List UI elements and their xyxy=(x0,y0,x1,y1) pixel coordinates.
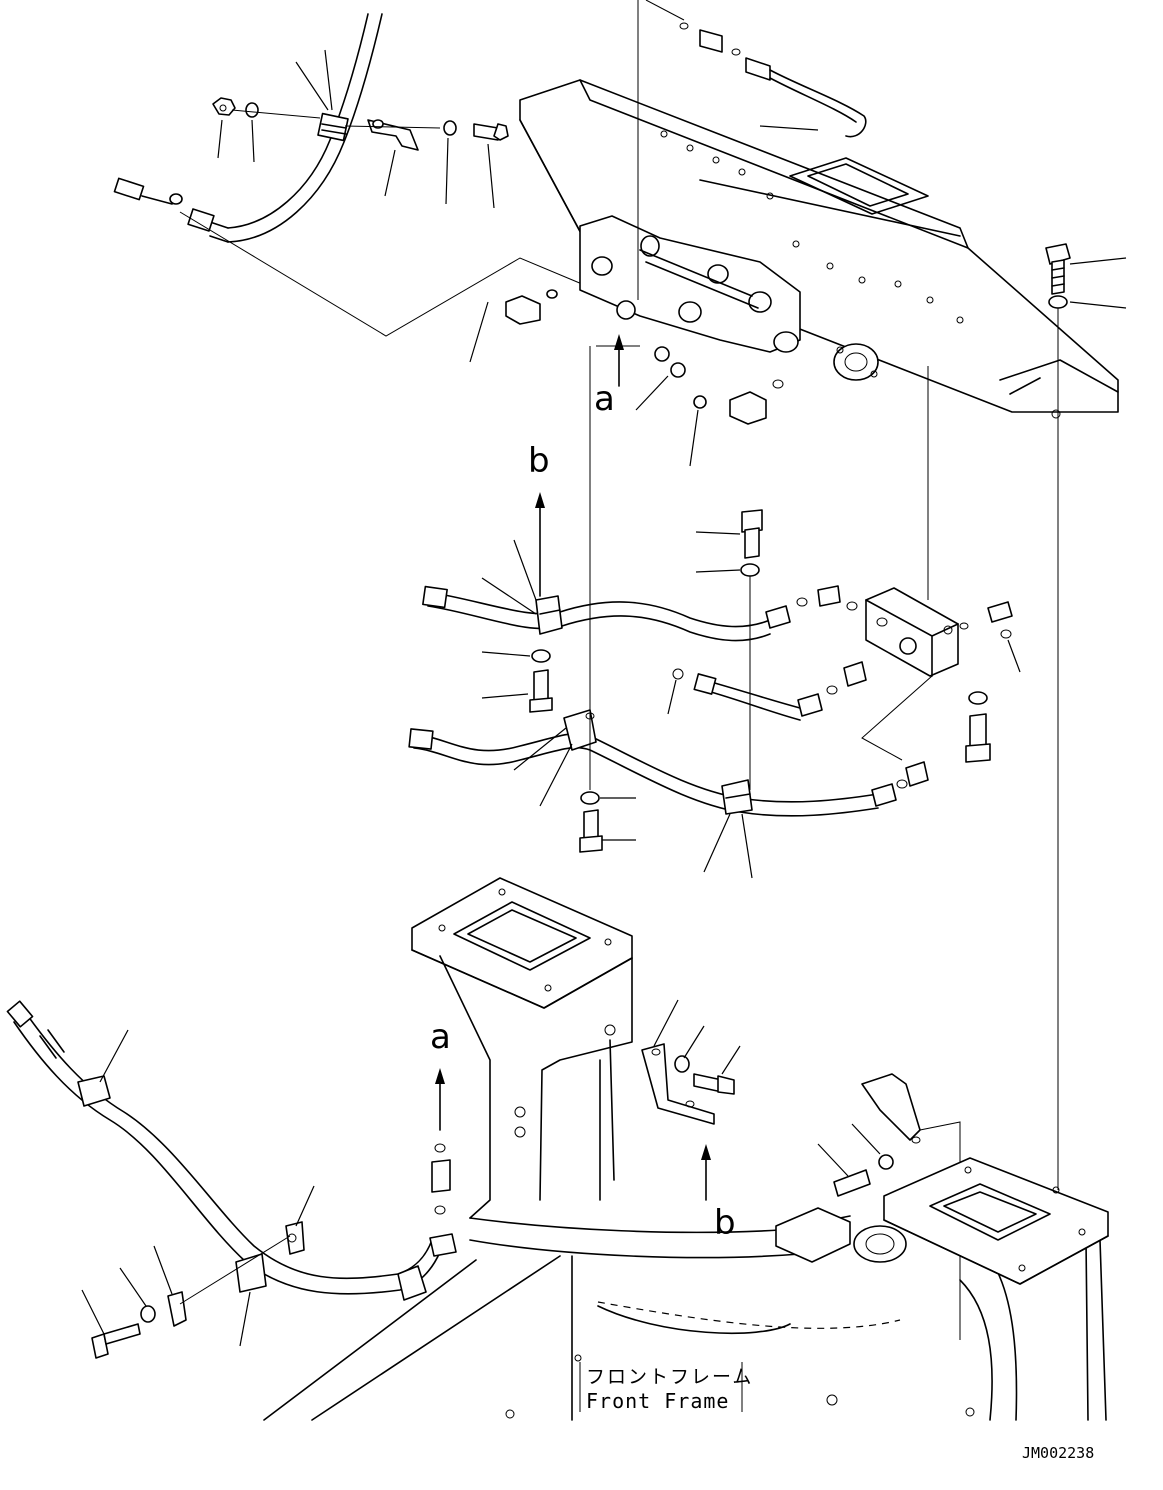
upper-valve-bracket xyxy=(470,0,1126,466)
reference-a-lower: a xyxy=(430,1017,451,1214)
frame-label-en: Front Frame xyxy=(586,1389,729,1413)
upper-left-hose-assembly xyxy=(114,14,582,336)
label-a-lower: a xyxy=(430,1017,451,1057)
front-frame: フロントフレーム Front Frame xyxy=(264,308,1108,1420)
label-b-upper: b xyxy=(528,441,550,481)
lower-left-hose-assembly xyxy=(7,1001,456,1358)
frame-label-jp: フロントフレーム xyxy=(586,1366,753,1388)
label-b-lower: b xyxy=(714,1203,736,1243)
middle-hose-assembly: b xyxy=(409,346,1020,878)
label-a-upper: a xyxy=(594,379,615,419)
reference-b-lower: b xyxy=(642,1000,960,1340)
reference-a-upper: a xyxy=(594,334,624,419)
bracket-holes xyxy=(661,131,1060,418)
drawing-code: JM002238 xyxy=(1022,1444,1094,1462)
